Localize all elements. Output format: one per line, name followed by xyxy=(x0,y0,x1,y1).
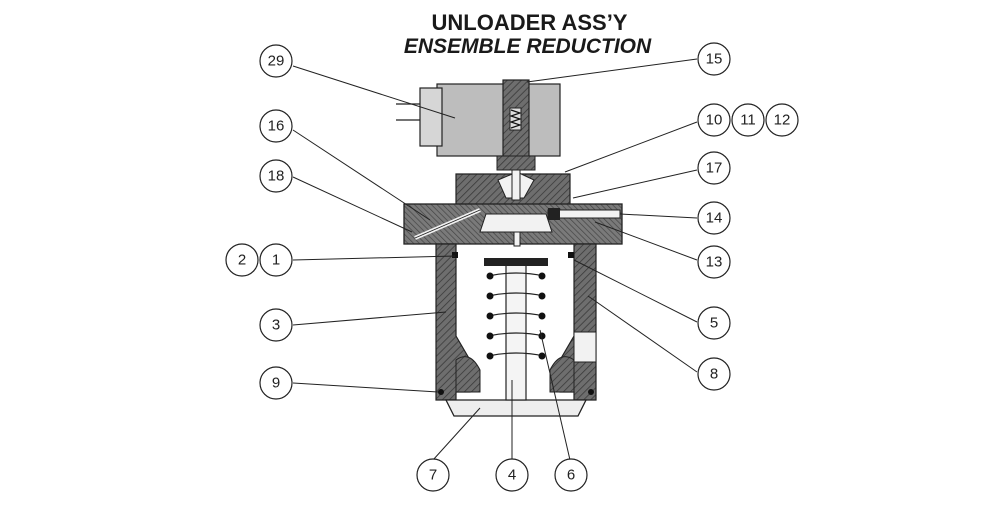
callout-9-label: 9 xyxy=(272,375,280,392)
callout-29-label: 29 xyxy=(268,53,285,70)
callout-3 xyxy=(259,308,293,342)
diagram-subtitle: ENSEMBLE REDUCTION xyxy=(403,35,652,58)
callout-numbers: 29 15 16 10 11 12 18 17 14 2 1 13 3 5 9 … xyxy=(238,51,791,484)
callout-17-label: 17 xyxy=(706,160,723,177)
valve-flange xyxy=(403,203,623,247)
callout-13-label: 13 xyxy=(706,254,723,271)
callout-18-label: 18 xyxy=(268,168,285,185)
callout-16 xyxy=(259,109,293,143)
callout-18 xyxy=(259,159,293,193)
callout-9 xyxy=(259,366,293,400)
callout-7-label: 7 xyxy=(429,467,437,484)
callout-15 xyxy=(697,42,731,76)
callout-8 xyxy=(697,357,731,391)
cylinder-body xyxy=(435,243,597,401)
callout-11-label: 11 xyxy=(740,112,756,129)
leader-lines xyxy=(292,58,698,461)
callout-13 xyxy=(697,245,731,279)
callout-4-label: 4 xyxy=(508,467,516,484)
callout-29 xyxy=(259,44,293,78)
callout-2-label: 2 xyxy=(238,252,246,269)
callout-6-label: 6 xyxy=(567,467,575,484)
callout-5 xyxy=(697,306,731,340)
callout-15-label: 15 xyxy=(706,51,723,68)
callout-10 xyxy=(697,103,731,137)
callout-12-label: 12 xyxy=(774,112,791,129)
stem xyxy=(505,263,527,401)
callout-1 xyxy=(259,243,293,277)
piston xyxy=(444,399,588,417)
callout-6 xyxy=(554,458,588,492)
callout-5-label: 5 xyxy=(710,315,718,332)
callout-11 xyxy=(731,103,765,137)
callout-14-label: 14 xyxy=(706,210,723,227)
valve-body-cap xyxy=(455,169,571,206)
plunger xyxy=(496,79,536,171)
callout-4 xyxy=(495,458,529,492)
callout-12 xyxy=(765,103,799,137)
solenoid-coil xyxy=(396,83,561,157)
callout-17 xyxy=(697,151,731,185)
callout-10-label: 10 xyxy=(706,112,723,129)
callouts xyxy=(225,42,799,492)
diagram-title: UNLOADER ASS’Y xyxy=(431,10,628,35)
spring xyxy=(484,258,548,360)
callout-16-label: 16 xyxy=(268,118,285,135)
callout-1-label: 1 xyxy=(272,252,280,269)
seals xyxy=(438,252,594,395)
callout-3-label: 3 xyxy=(272,317,280,334)
callout-7 xyxy=(416,458,450,492)
callout-8-label: 8 xyxy=(710,366,718,383)
callout-2 xyxy=(225,243,259,277)
callout-14 xyxy=(697,201,731,235)
